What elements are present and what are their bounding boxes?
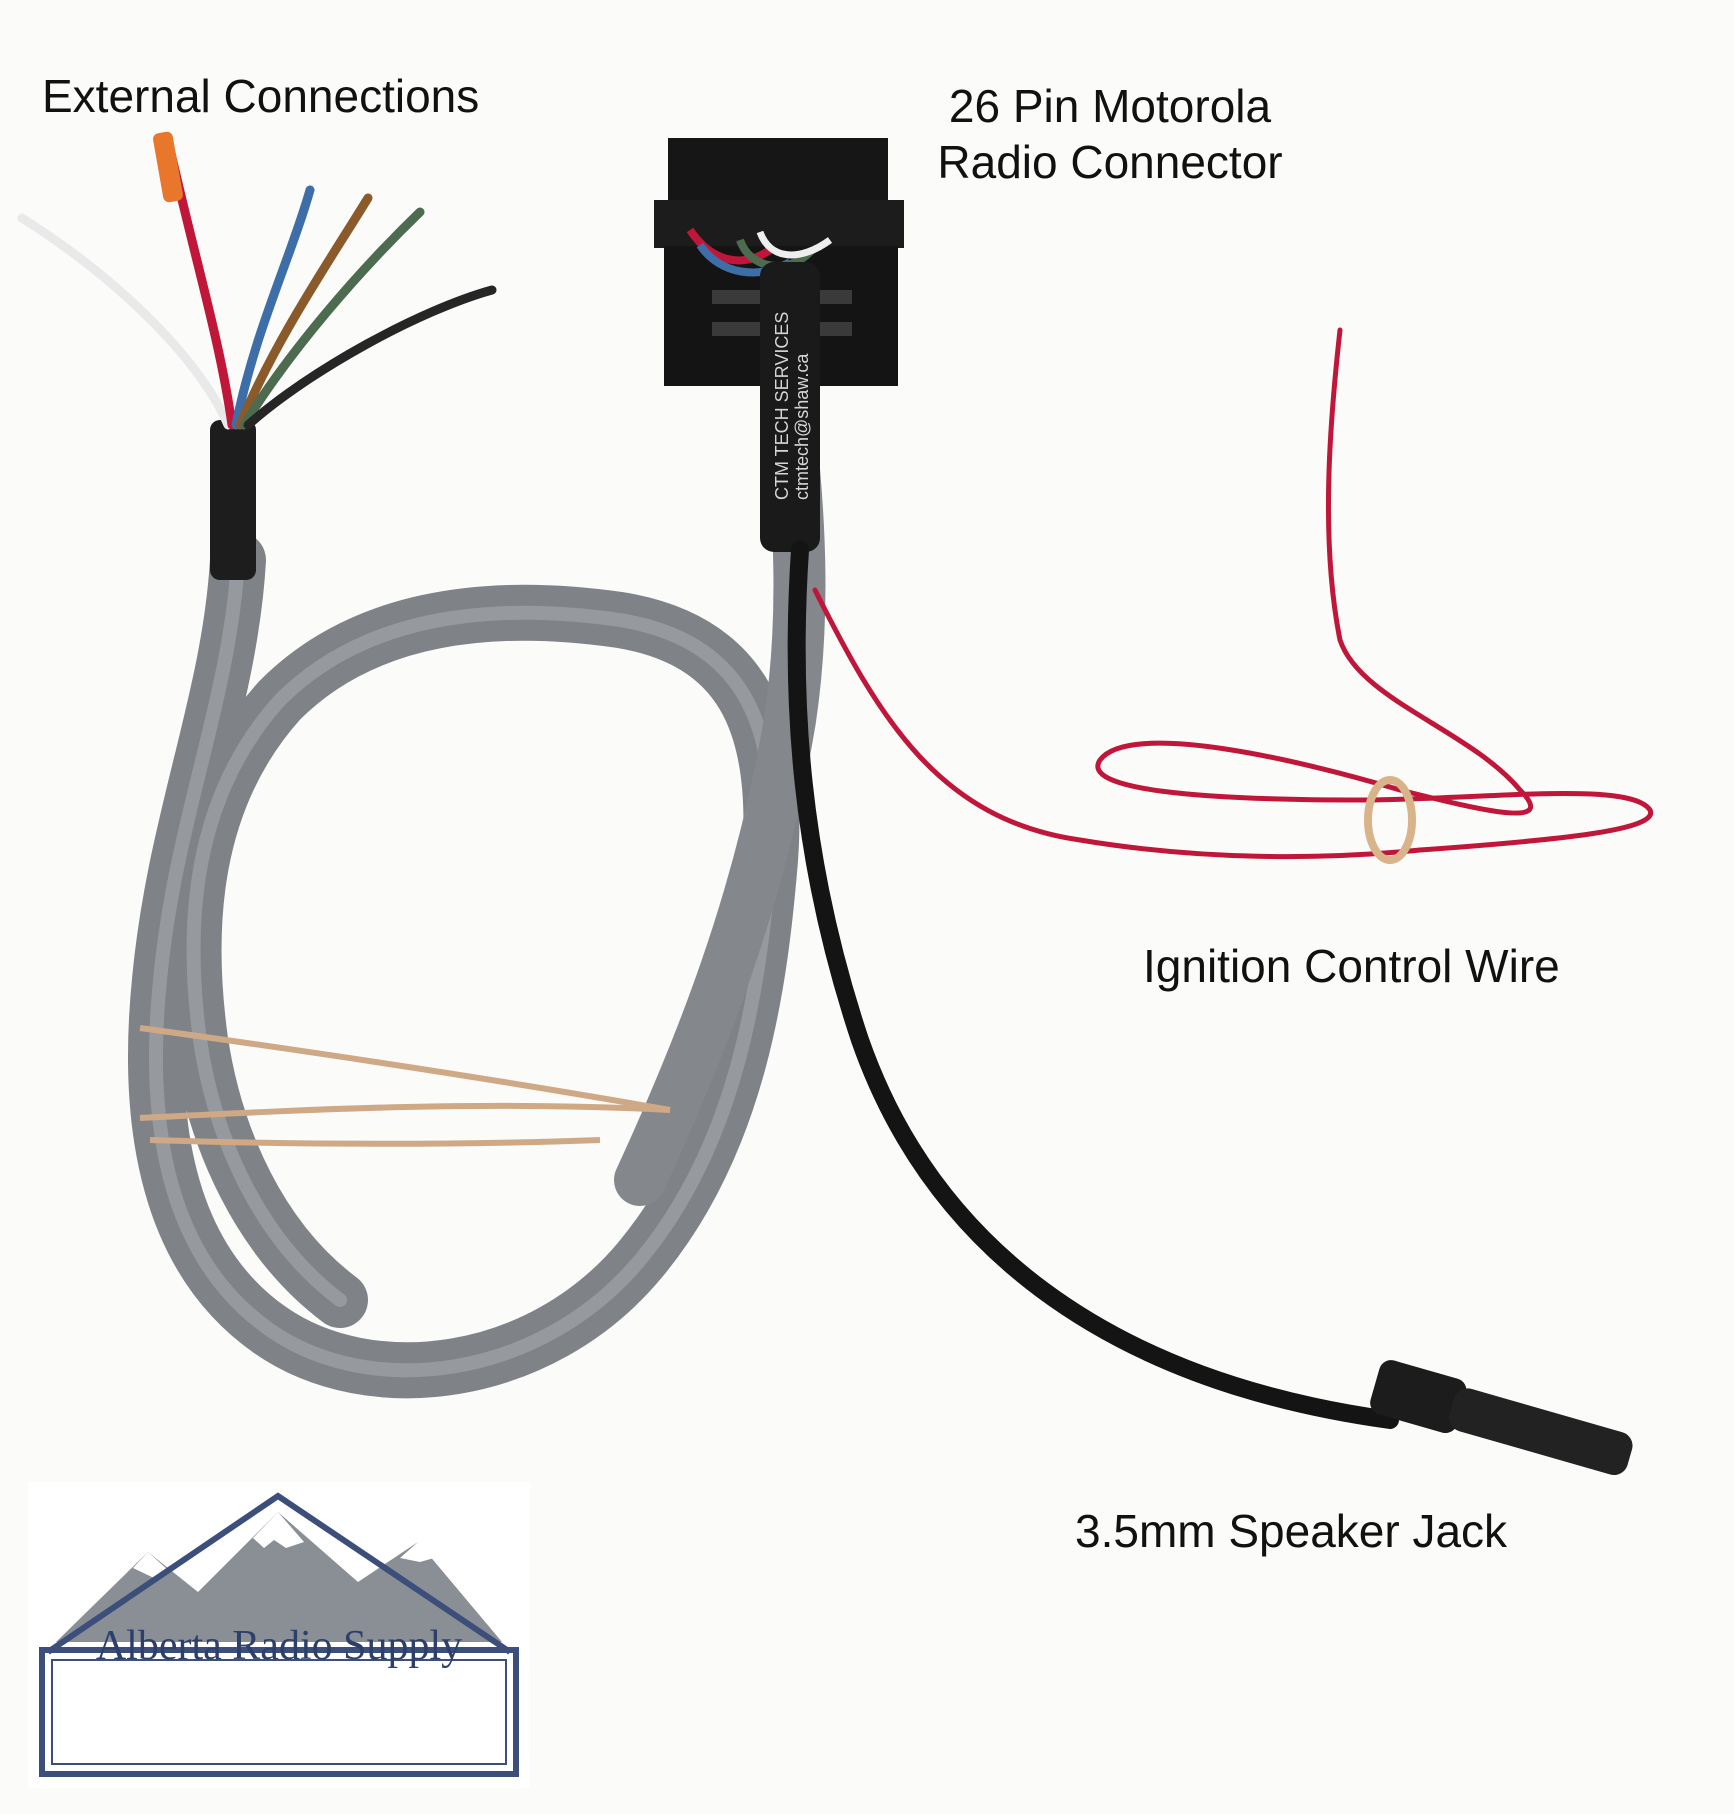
- black-speaker-cable: [787, 541, 1399, 1429]
- rubber-band-red-wire: [1364, 776, 1416, 864]
- speaker-jack-label: 3.5mm Speaker Jack: [1075, 1505, 1508, 1557]
- mountain-range-icon: [39, 1492, 519, 1777]
- sleeve-email-marking: ctmtech@shaw.ca: [792, 353, 812, 500]
- ignition-control-wire-label: Ignition Control Wire: [1143, 940, 1560, 992]
- speaker-jack-plug: [1370, 1360, 1633, 1476]
- grey-cable-loop: [128, 532, 800, 1399]
- brand-name: Alberta Radio Supply: [95, 1623, 463, 1669]
- external-wire-fanout: [17, 135, 497, 430]
- heat-shrink-sleeve: [210, 420, 256, 580]
- red-ignition-wire: [812, 327, 1654, 860]
- radio-connector-label-line1: 26 Pin Motorola: [948, 80, 1272, 132]
- radio-connector-label-line2: Radio Connector: [937, 136, 1283, 188]
- radio-connector-label: 26 Pin Motorola Radio Connector: [880, 78, 1340, 190]
- external-connections-label: External Connections: [42, 70, 480, 122]
- brand-logo: [28, 1482, 530, 1788]
- orange-wire-tip: [153, 131, 183, 203]
- sleeve-marking: CTM TECH SERVICES: [772, 312, 792, 500]
- motorola-26-pin-connector: [654, 138, 904, 386]
- rubber-bands-grey-loop: [139, 1025, 671, 1147]
- labeled-sleeve: [760, 262, 820, 552]
